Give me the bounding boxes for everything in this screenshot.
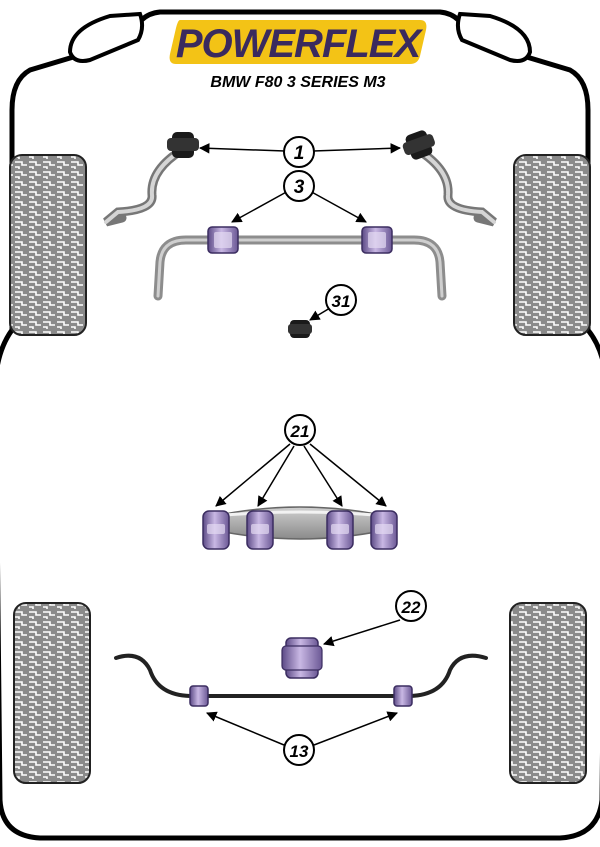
bush-31 (288, 320, 312, 338)
callout-13: 13 (283, 734, 315, 766)
callout-31-label: 31 (332, 292, 351, 311)
rear-arb-bush-right (393, 685, 413, 707)
callout-31: 31 (325, 284, 357, 316)
front-arb-bush-right (361, 226, 393, 254)
left-mirror-outline (67, 11, 145, 63)
callout-3-label: 3 (294, 177, 305, 198)
rear-arb-bush-left (189, 685, 209, 707)
callout-1: 1 (283, 136, 315, 168)
callout-3: 3 (283, 170, 315, 202)
rear-right-tyre (509, 602, 587, 784)
rear-subframe (213, 506, 387, 540)
leader-lines (198, 143, 402, 746)
powerflex-logo: POWERFLEX (169, 20, 427, 66)
callout-1-label: 1 (294, 143, 305, 164)
callout-13-label: 13 (290, 742, 309, 761)
front-right-tyre (513, 154, 591, 336)
rear-anti-roll-bar (114, 653, 488, 698)
rear-left-tyre (13, 602, 91, 784)
right-mirror-outline (455, 11, 533, 63)
rear-subframe-bush-1 (202, 510, 230, 550)
callout-22-label: 22 (401, 598, 421, 617)
callout-21-label: 21 (290, 422, 310, 441)
callout-21: 21 (284, 414, 316, 446)
rear-subframe-bush-3 (326, 510, 354, 550)
front-arb-bush-left (207, 226, 239, 254)
brand-name: POWERFLEX (176, 22, 424, 66)
front-left-tyre (9, 154, 87, 336)
callout-22: 22 (395, 590, 427, 622)
front-left-drop-link (103, 132, 199, 227)
model-title: BMW F80 3 SERIES M3 (210, 74, 385, 91)
bush-22 (281, 637, 323, 679)
rear-subframe-bush-4 (370, 510, 398, 550)
rear-subframe-bush-2 (246, 510, 274, 550)
front-right-drop-link (402, 130, 497, 227)
